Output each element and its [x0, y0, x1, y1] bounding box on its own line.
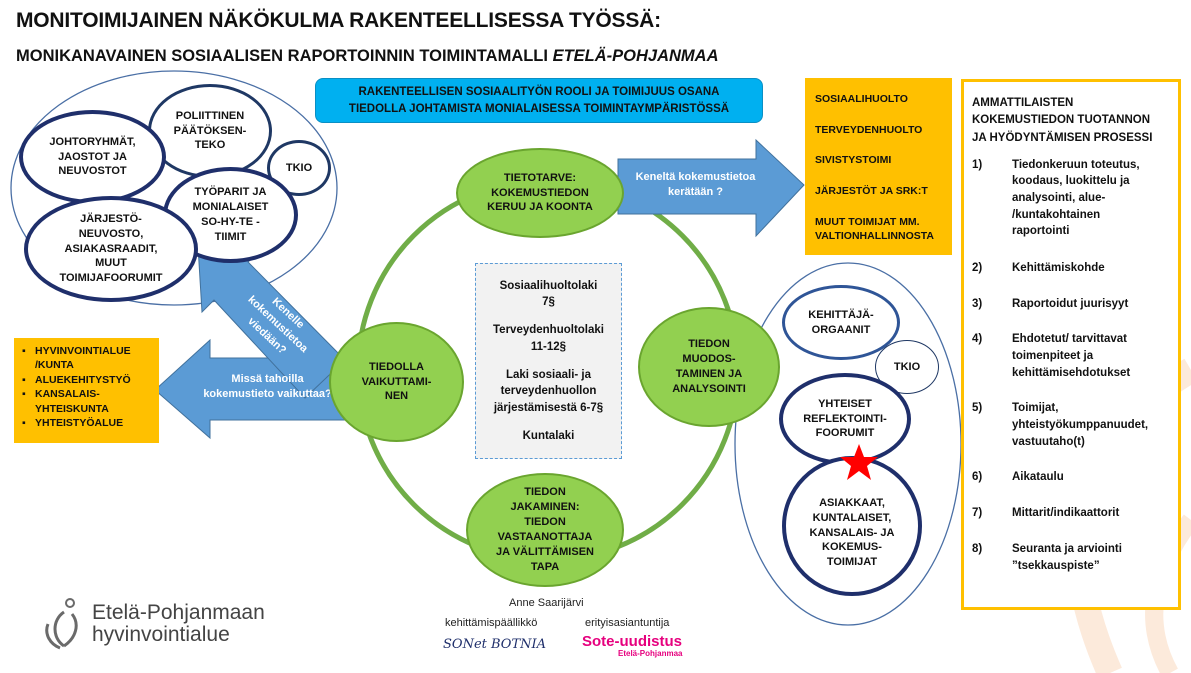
- sote-uudistus-logo: Sote-uudistus Etelä-Pohjanmaa: [582, 633, 683, 658]
- star-icon: [840, 444, 878, 480]
- left-target-list: ▪HYVINVOINTIALUE/KUNTA ▪ALUEKEHITYSTYÖ ▪…: [14, 338, 159, 443]
- author-role-2: erityisasiantuntija: [585, 617, 670, 629]
- process-item: 7) Mittarit/indikaattorit: [972, 507, 1120, 520]
- process-item: 3) Raportoidut juurisyyt: [972, 297, 1129, 310]
- process-item: 2) Kehittämiskohde: [972, 262, 1105, 275]
- ep-logo-icon: [45, 598, 78, 650]
- ep-logo-text: Etelä-Pohjanmaan hyvinvointialue: [92, 601, 265, 647]
- process-item: 6) Aikataulu: [972, 471, 1064, 484]
- title-line2: MONIKANAVAINEN SOSIAALISEN RAPORTOINNIN …: [16, 47, 719, 65]
- process-item: 1) Tiedonkeruun toteutus,koodaus, luokit…: [972, 158, 1140, 238]
- sector-list: SOSIAALIHUOLTO TERVEYDENHUOLTO SIVISTYST…: [805, 78, 952, 255]
- node-kehittajaorgaanit: KEHITTÄJÄ-ORGAANIT: [782, 285, 900, 360]
- role-banner: RAKENTEELLISEN SOSIAALITYÖN ROOLI JA TOI…: [315, 78, 763, 123]
- author-role-1: kehittämispäällikkö: [445, 617, 538, 629]
- sonet-botnia-logo: SONet BOTNIA: [443, 637, 547, 652]
- process-item: 8) Seuranta ja arviointi”tsekkauspiste”: [972, 542, 1122, 572]
- author-name: Anne Saarijärvi: [509, 597, 584, 609]
- process-item: 5) Toimijat,yhteistyökumppanuudet,vastuu…: [972, 402, 1149, 448]
- title-line1: MONITOIMIJAINEN NÄKÖKULMA RAKENTEELLISES…: [16, 9, 661, 32]
